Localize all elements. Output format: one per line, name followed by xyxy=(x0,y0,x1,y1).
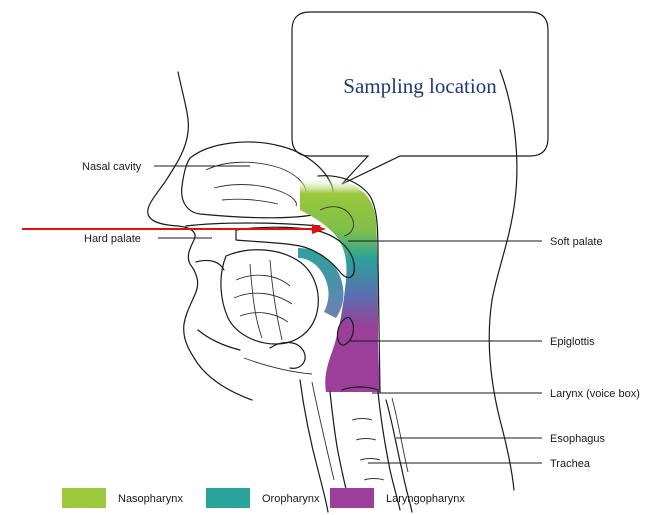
legend-swatch-oropharynx xyxy=(206,488,250,508)
label-nasal-cavity: Nasal cavity xyxy=(82,161,142,173)
legend-label-oropharynx: Oropharynx xyxy=(262,493,320,505)
label-soft-palate: Soft palate xyxy=(550,236,603,248)
legend-label-laryngopharynx: Laryngopharynx xyxy=(386,493,465,505)
callout-bubble xyxy=(292,12,548,184)
legend-label-nasopharynx: Nasopharynx xyxy=(118,493,183,505)
legend-swatch-laryngopharynx xyxy=(330,488,374,508)
label-larynx: Larynx (voice box) xyxy=(550,388,640,400)
legend: Nasopharynx Oropharynx Laryngopharynx xyxy=(62,488,465,508)
label-epiglottis: Epiglottis xyxy=(550,336,595,348)
label-hard-palate: Hard palate xyxy=(84,233,141,245)
label-esophagus: Esophagus xyxy=(550,433,606,445)
hard-palate-shape xyxy=(186,223,320,226)
legend-swatch-nasopharynx xyxy=(62,488,106,508)
label-trachea: Trachea xyxy=(550,458,591,470)
callout-text: Sampling location xyxy=(343,74,497,98)
oropharynx-band xyxy=(298,248,343,318)
